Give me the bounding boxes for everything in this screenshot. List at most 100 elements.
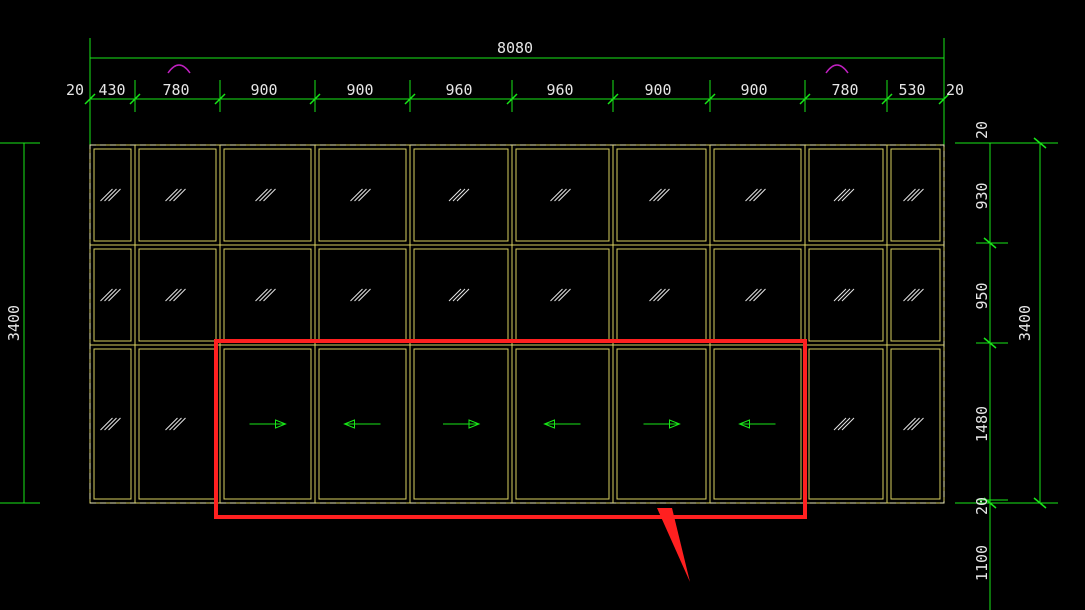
row-height-label: 950 bbox=[973, 282, 991, 309]
glass-panel bbox=[713, 248, 802, 342]
left-height-dimension: 3400 bbox=[0, 142, 40, 504]
column-width-label: 20 bbox=[946, 81, 964, 99]
dimension-tick bbox=[309, 93, 321, 105]
glass-hatch-icon bbox=[649, 288, 670, 302]
row-height-label: 1480 bbox=[973, 406, 991, 442]
glass-panel bbox=[223, 148, 312, 242]
slide-right-arrow-icon bbox=[249, 419, 287, 429]
glass-hatch-icon bbox=[903, 417, 924, 431]
glass-hatch-icon bbox=[350, 288, 371, 302]
glass-hatch-icon bbox=[833, 417, 855, 431]
glass-panel bbox=[616, 248, 707, 342]
glass-hatch-icon bbox=[448, 188, 470, 202]
glass-hatch-icon bbox=[550, 188, 571, 202]
glass-panel bbox=[808, 248, 884, 342]
overall-width-label: 8080 bbox=[497, 39, 533, 57]
glass-hatch-icon bbox=[165, 417, 186, 431]
dimension-tick bbox=[881, 93, 893, 105]
slide-right-arrow-icon bbox=[643, 419, 681, 429]
overall-width-dimension: 8080 bbox=[89, 38, 945, 145]
glass-hatch-icon bbox=[833, 288, 855, 302]
highlight-pointer-arrow bbox=[657, 508, 690, 582]
column-width-label: 780 bbox=[162, 81, 189, 99]
slide-left-arrow-icon bbox=[738, 419, 776, 429]
glass-panel bbox=[616, 148, 707, 242]
glass-panel bbox=[93, 248, 132, 342]
dimension-tick bbox=[84, 93, 96, 105]
glass-panel bbox=[93, 148, 132, 242]
glass-panel bbox=[223, 248, 312, 342]
column-width-label: 900 bbox=[346, 81, 373, 99]
glass-panel bbox=[318, 248, 407, 342]
glass-hatch-icon bbox=[745, 188, 766, 202]
left-height-label: 3400 bbox=[5, 305, 23, 341]
column-width-label: 900 bbox=[250, 81, 277, 99]
glass-panel bbox=[413, 248, 509, 342]
glass-hatch-icon bbox=[100, 188, 121, 202]
window-frame bbox=[89, 144, 945, 504]
glass-hatch-icon bbox=[100, 288, 121, 302]
column-width-label: 530 bbox=[898, 81, 925, 99]
right-height-label: 3400 bbox=[1016, 305, 1034, 341]
glass-panel bbox=[93, 348, 132, 500]
glass-panel bbox=[890, 148, 941, 242]
dimension-tick bbox=[704, 93, 716, 105]
glass-hatch-icon bbox=[745, 288, 766, 302]
glass-hatch-icon bbox=[903, 288, 924, 302]
glass-hatch-icon bbox=[100, 417, 121, 431]
row-height-label: 930 bbox=[973, 182, 991, 209]
glass-panel bbox=[138, 148, 217, 242]
glass-panel bbox=[713, 348, 802, 500]
dimension-tick bbox=[129, 93, 141, 105]
column-width-label: 20 bbox=[66, 81, 84, 99]
glass-panel bbox=[890, 348, 941, 500]
glass-hatch-icon bbox=[350, 188, 371, 202]
glass-panel bbox=[413, 148, 509, 242]
glass-hatch-icon bbox=[550, 288, 571, 302]
glass-hatch-icon bbox=[255, 188, 276, 202]
glass-hatch-icon bbox=[165, 288, 186, 302]
glass-hatch-icon bbox=[165, 188, 186, 202]
row-height-label: 1100 bbox=[973, 545, 991, 581]
column-width-label: 900 bbox=[644, 81, 671, 99]
row-height-label: 20 bbox=[973, 497, 991, 515]
sliding-panels-highlight-box bbox=[214, 339, 807, 519]
glass-panel bbox=[890, 248, 941, 342]
column-width-label: 960 bbox=[546, 81, 573, 99]
column-width-label: 900 bbox=[740, 81, 767, 99]
glass-panel bbox=[616, 348, 707, 500]
opening-arc-marker-right bbox=[825, 64, 849, 74]
column-width-label: 780 bbox=[831, 81, 858, 99]
dimension-tick bbox=[607, 93, 619, 105]
dimension-tick bbox=[506, 93, 518, 105]
glass-hatch-icon bbox=[833, 188, 855, 202]
dimension-tick bbox=[214, 93, 226, 105]
glass-panel bbox=[223, 348, 312, 500]
glass-panel bbox=[713, 148, 802, 242]
glass-panel bbox=[318, 348, 407, 500]
glass-panel bbox=[318, 148, 407, 242]
glass-panel bbox=[808, 148, 884, 242]
slide-left-arrow-icon bbox=[343, 419, 381, 429]
glass-panel bbox=[413, 348, 509, 500]
glass-panel bbox=[515, 348, 610, 500]
column-width-label: 430 bbox=[98, 81, 125, 99]
slide-right-arrow-icon bbox=[443, 419, 481, 429]
column-dimension-line: 20 430 780 900 900 960 960 900 900 780 530 20 bbox=[66, 80, 964, 112]
glass-panel bbox=[515, 248, 610, 342]
glass-panel bbox=[515, 148, 610, 242]
dimension-tick bbox=[404, 93, 416, 105]
highlight-annotation bbox=[214, 339, 807, 582]
glass-hatch-icon bbox=[255, 288, 276, 302]
dimension-tick bbox=[799, 93, 811, 105]
dimension-tick bbox=[938, 93, 950, 105]
glass-hatch-icon bbox=[903, 188, 924, 202]
row-height-label: 20 bbox=[973, 121, 991, 139]
glass-hatch-icon bbox=[448, 288, 470, 302]
glass-panel bbox=[138, 348, 217, 500]
opening-arc-marker-left bbox=[167, 64, 191, 74]
glass-hatch-icon bbox=[649, 188, 670, 202]
column-width-label: 960 bbox=[445, 81, 472, 99]
glass-panel bbox=[808, 348, 884, 500]
